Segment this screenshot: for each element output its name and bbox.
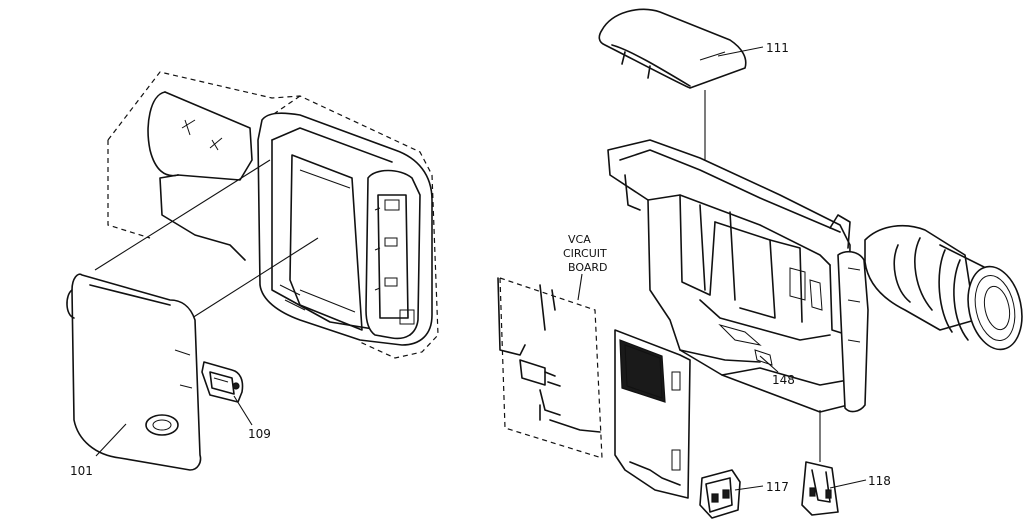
bracket-part-117: [699, 469, 741, 519]
vca-circuit-board: [497, 277, 691, 499]
callout-leaders: [95, 46, 867, 491]
side-cover-part: [66, 273, 202, 471]
button-part: [201, 361, 244, 403]
lens-assembly: [864, 224, 1023, 351]
board-label-line-3: BOARD: [568, 261, 607, 274]
callout-101: 101: [70, 464, 93, 478]
callout-109: 109: [248, 427, 271, 441]
callout-118: 118: [868, 474, 891, 488]
board-label-line-2: CIRCUIT: [563, 247, 607, 260]
assembly-guide-lines: [94, 159, 319, 319]
callout-148: 148: [772, 373, 795, 387]
clip-part-118: [801, 410, 839, 516]
callout-117: 117: [766, 480, 789, 494]
board-label-line-1: VCA: [568, 233, 591, 246]
main-chassis: [607, 139, 869, 413]
callout-111: 111: [766, 41, 789, 55]
camcorder-body-outline: [107, 71, 439, 359]
top-lid-part: [598, 8, 747, 185]
